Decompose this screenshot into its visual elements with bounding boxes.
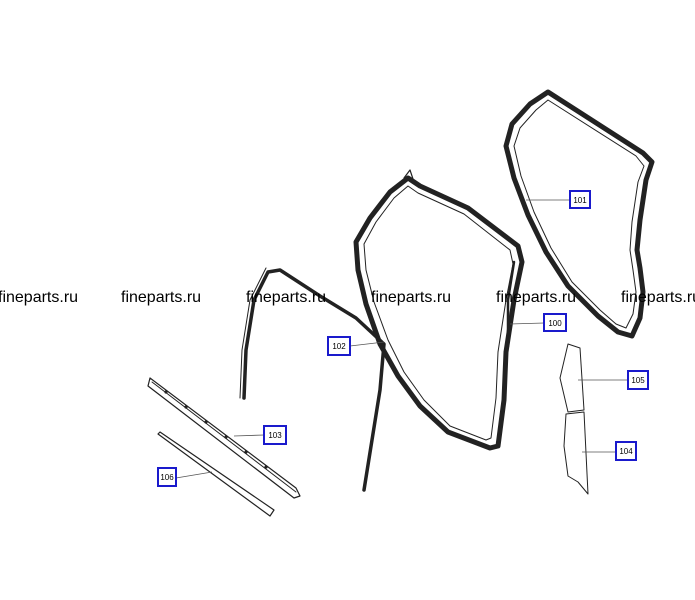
watermark-text: fineparts.ru	[121, 289, 202, 306]
part-100-front-door-seal	[353, 169, 525, 451]
callout-101[interactable]: 101	[569, 190, 591, 209]
watermark-text: fineparts.ru	[246, 289, 327, 306]
watermark-text: fineparts.ru	[371, 289, 452, 306]
callout-103[interactable]: 103	[263, 425, 287, 445]
callout-104[interactable]: 104	[615, 441, 637, 461]
leader-lines	[175, 199, 628, 479]
part-106-flat-strip	[157, 431, 275, 517]
svg-text:101: 101	[573, 196, 587, 205]
part-105-upper-panel	[559, 343, 585, 413]
svg-text:105: 105	[631, 376, 645, 385]
callout-102[interactable]: 102	[327, 336, 351, 356]
part-104-lower-panel	[563, 411, 589, 495]
part-102-frame-strip	[239, 267, 386, 492]
part-103-belt-moulding	[147, 377, 301, 499]
watermark-text: fineparts.ru	[496, 289, 577, 306]
callout-100[interactable]: 100	[543, 313, 567, 332]
watermark-text: fineparts.ru	[621, 289, 695, 306]
svg-text:103: 103	[268, 431, 282, 440]
callout-105[interactable]: 105	[627, 370, 649, 390]
svg-text:106: 106	[160, 473, 174, 482]
svg-text:104: 104	[619, 447, 633, 456]
part-101-rear-door-seal	[503, 89, 655, 339]
svg-text:100: 100	[548, 319, 562, 328]
watermark-text: fineparts.ru	[0, 289, 79, 306]
callout-106[interactable]: 106	[157, 467, 177, 487]
svg-text:102: 102	[332, 342, 346, 351]
